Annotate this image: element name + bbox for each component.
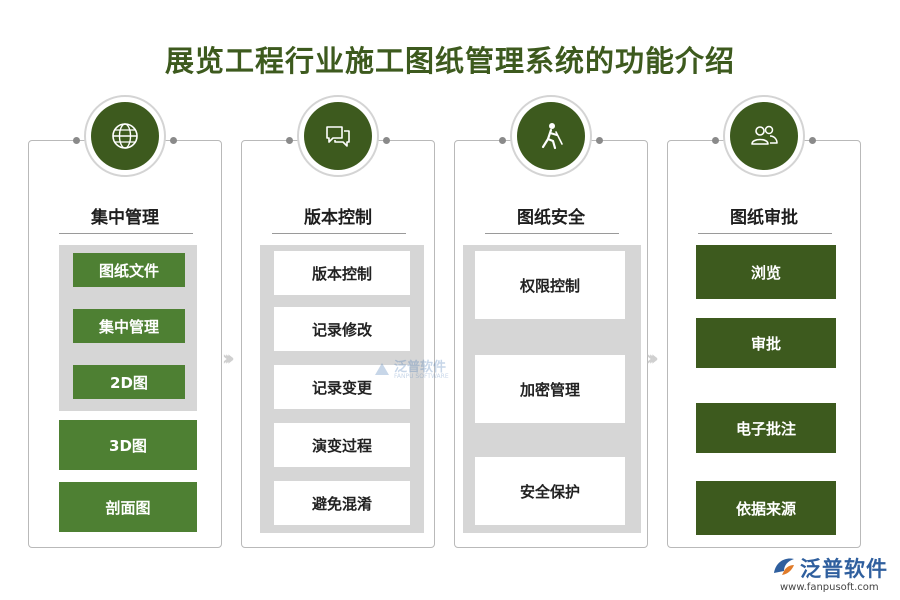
watermark: 泛普软件 FANPU SOFTWARE	[372, 356, 462, 384]
panel-version-control: 版本控制 版本控制 记录修改 记录变更 演变过程 避免混淆	[241, 137, 435, 548]
panel-title: 版本控制	[304, 208, 372, 228]
list-item: 加密管理	[475, 355, 625, 423]
page-title: 展览工程行业施工图纸管理系统的功能介绍	[164, 44, 735, 78]
list-item: 剖面图	[59, 482, 197, 532]
list-item: 集中管理	[73, 309, 185, 343]
panel-title: 图纸安全	[517, 208, 585, 228]
chat-bubbles-icon	[326, 126, 350, 147]
fanpu-logo-icon	[774, 558, 794, 575]
list-item: 版本控制	[274, 251, 410, 295]
list-item: 避免混淆	[274, 481, 410, 525]
users-icon	[751, 125, 778, 145]
list-item: 浏览	[696, 245, 836, 299]
list-item: 审批	[696, 318, 836, 368]
list-item: 安全保护	[475, 457, 625, 525]
fanpu-logo-icon	[375, 363, 389, 375]
list-item: 2D图	[73, 365, 185, 399]
globe-icon	[112, 123, 138, 149]
list-item: 电子批注	[696, 403, 836, 453]
divider	[485, 233, 619, 234]
chevron-right-icon: ›››	[222, 346, 235, 370]
panel-title: 集中管理	[91, 208, 159, 228]
list-item: 权限控制	[475, 251, 625, 319]
divider	[698, 233, 832, 234]
list-item: 演变过程	[274, 423, 410, 467]
list-item: 记录修改	[274, 307, 410, 351]
chat-icon-circle	[297, 95, 379, 177]
brand-logo: 泛普软件 www.fanpusoft.com	[770, 553, 895, 597]
person-pushing-icon	[541, 123, 563, 150]
globe-icon-circle	[84, 95, 166, 177]
list-item: 记录变更	[274, 365, 410, 409]
panel-centralized-management: 集中管理 图纸文件 集中管理 2D图 3D图 剖面图	[28, 137, 222, 548]
person-icon-circle	[510, 95, 592, 177]
panel-drawing-approval: 图纸审批 浏览 审批 电子批注 依据来源	[667, 137, 861, 548]
chevron-right-icon: ›››	[646, 346, 659, 370]
list-item: 3D图	[59, 420, 197, 470]
users-icon-circle	[723, 95, 805, 177]
list-item: 图纸文件	[73, 253, 185, 287]
divider	[59, 233, 193, 234]
panel-drawing-security: 图纸安全 权限控制 加密管理 安全保护	[454, 137, 648, 548]
panel-title: 图纸审批	[730, 208, 798, 228]
divider	[272, 233, 406, 234]
list-item: 依据来源	[696, 481, 836, 535]
